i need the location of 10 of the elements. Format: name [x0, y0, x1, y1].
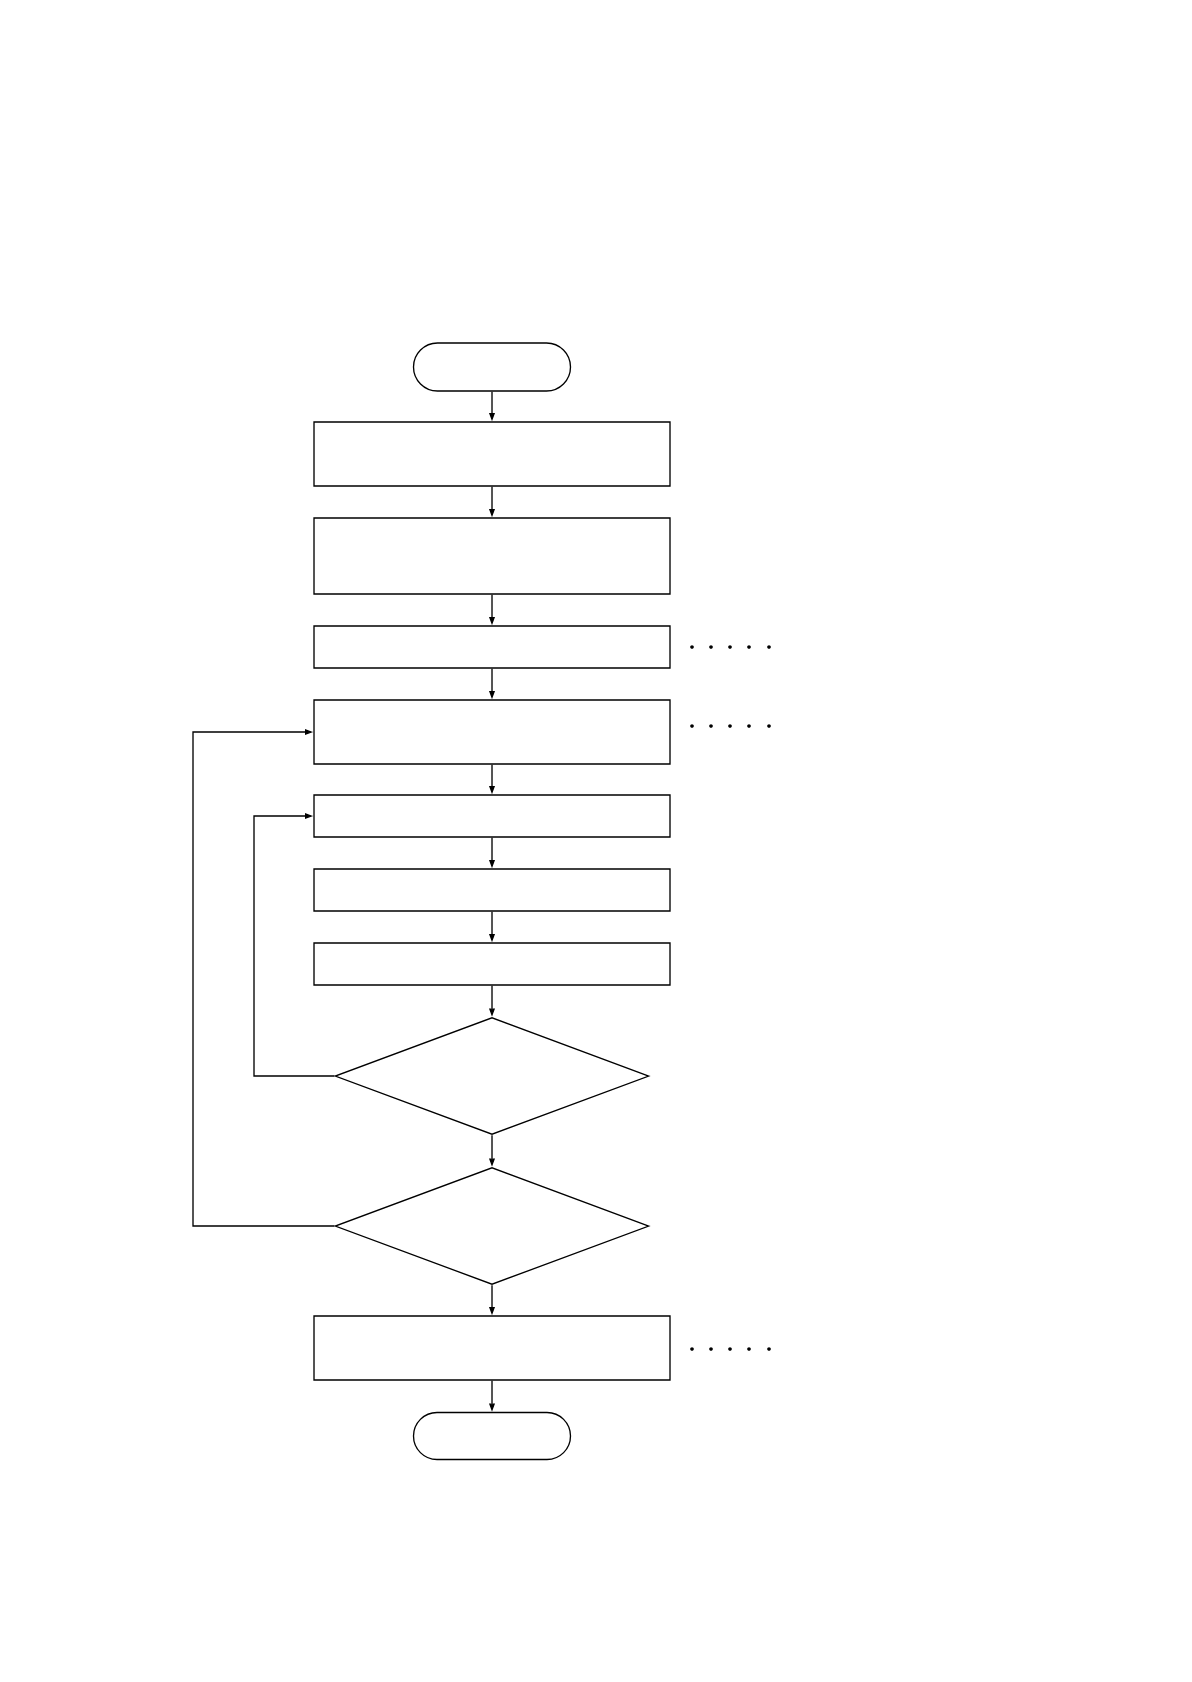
process-box [313, 1315, 671, 1381]
process-box [313, 699, 671, 765]
process-box [313, 421, 671, 487]
process-box [313, 794, 671, 838]
process-box [313, 942, 671, 986]
process-box [313, 517, 671, 595]
process-box [313, 625, 671, 669]
loop-arrow [192, 728, 335, 1227]
process-box [313, 868, 671, 912]
loop-arrow [253, 812, 335, 1077]
